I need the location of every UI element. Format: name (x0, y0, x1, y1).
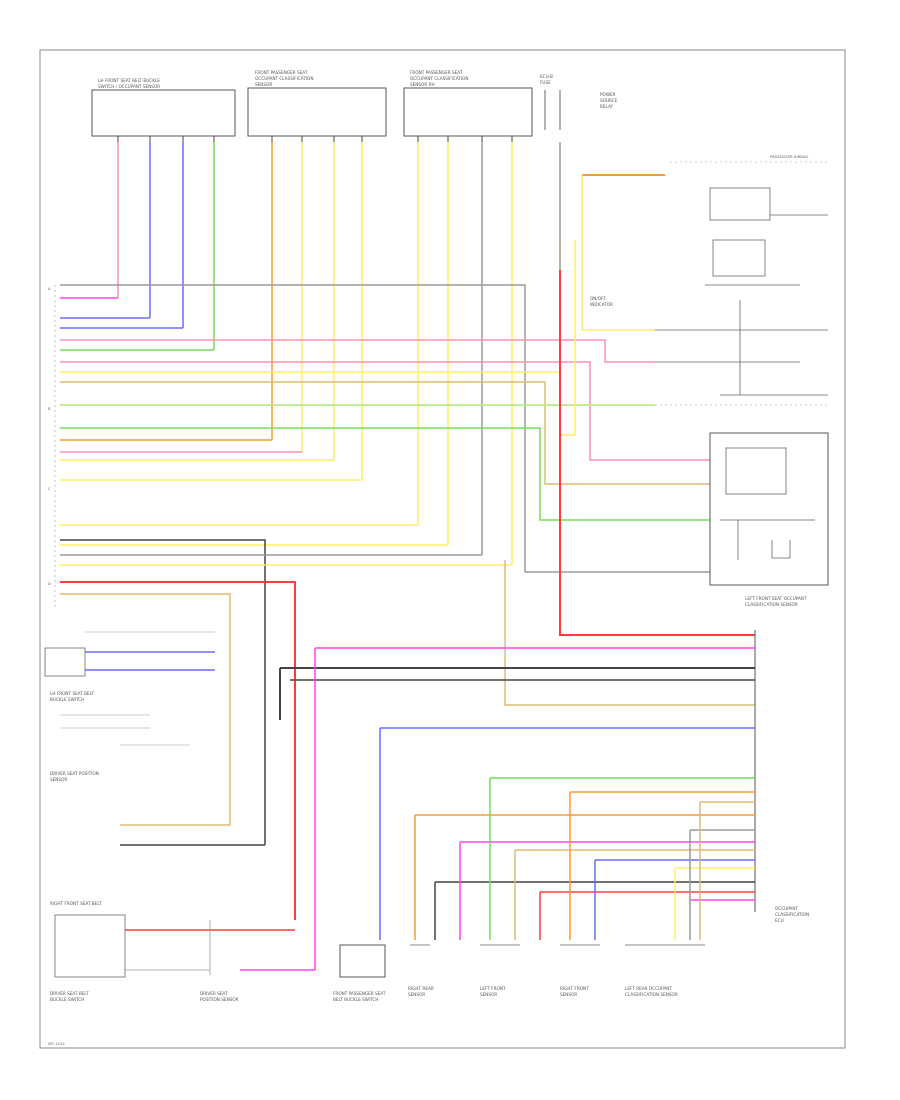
svg-text:RELAY: RELAY (600, 104, 614, 109)
sensor-a: RIGHT REAR SENSOR (408, 944, 434, 997)
bottom-conn-1: RIGHT FRONT SEAT BELT DRIVER SEAT BELT B… (50, 901, 295, 1002)
svg-text:SENSOR: SENSOR (50, 777, 67, 782)
svg-text:FRONT PASSENGER SEAT: FRONT PASSENGER SEAT (255, 70, 308, 75)
svg-text:FRONT PASSENGER SEAT: FRONT PASSENGER SEAT (333, 991, 386, 996)
lf-sensor-block: LH FRONT SEAT BELT BUCKLE SWITCH / OCCUP… (91, 78, 236, 137)
top-relay: ECU-B FUSE POWER SOURCE RELAY (540, 74, 618, 130)
svg-text:FRONT PASSENGER SEAT: FRONT PASSENGER SEAT (410, 70, 463, 75)
svg-text:D: D (48, 581, 51, 586)
svg-text:ECU: ECU (775, 918, 784, 923)
svg-text:BUCKLE SWITCH: BUCKLE SWITCH (50, 697, 84, 702)
svg-text:OCCUPANT CLASSIFICATION: OCCUPANT CLASSIFICATION (255, 76, 313, 81)
svg-text:LH FRONT SEAT BELT BUCKLE: LH FRONT SEAT BELT BUCKLE (98, 78, 160, 83)
svg-text:SENSOR: SENSOR (560, 992, 577, 997)
diagram-border (39, 49, 846, 1049)
svg-text:LEFT FRONT SEAT OCCUPANT: LEFT FRONT SEAT OCCUPANT (745, 596, 807, 601)
svg-text:C: C (48, 486, 51, 491)
ecu-input-wires (280, 647, 755, 901)
svg-text:CLASSIFICATION SENSOR: CLASSIFICATION SENSOR (625, 992, 678, 997)
svg-text:POWER: POWER (600, 92, 616, 97)
svg-text:SENSOR RH: SENSOR RH (410, 82, 435, 87)
svg-text:CLASSIFICATION: CLASSIFICATION (775, 912, 809, 917)
svg-text:LH FRONT SEAT BELT: LH FRONT SEAT BELT (50, 691, 94, 696)
svg-text:OCCUPANT: OCCUPANT (775, 906, 798, 911)
svg-text:POSITION SENSOR: POSITION SENSOR (200, 997, 239, 1002)
svg-text:DRIVER SEAT: DRIVER SEAT (200, 991, 228, 996)
sensor-b: LEFT FRONT SENSOR (480, 944, 520, 997)
svg-text:RIGHT FRONT SEAT BELT: RIGHT FRONT SEAT BELT (50, 901, 102, 906)
svg-text:LEFT REAR OCCUPANT: LEFT REAR OCCUPANT (625, 986, 672, 991)
svg-text:BELT BUCKLE SWITCH: BELT BUCKLE SWITCH (333, 997, 379, 1002)
left-harness-connector: A B C D (48, 285, 56, 610)
svg-text:DRIVER SEAT POSITION: DRIVER SEAT POSITION (50, 771, 99, 776)
svg-text:BUCKLE SWITCH: BUCKLE SWITCH (50, 997, 84, 1002)
main-ecu: OCCUPANT CLASSIFICATION ECU (754, 630, 809, 923)
sensor-c: RIGHT FRONT SENSOR (560, 944, 600, 997)
horizontal-harness-wires (60, 174, 755, 920)
svg-text:PASSENGER AIRBAG: PASSENGER AIRBAG (770, 154, 808, 159)
occupant-indicator: PASSENGER AIRBAG ON/OFF INDICATOR (590, 154, 830, 406)
svg-text:ON/OFF: ON/OFF (590, 296, 607, 301)
svg-text:SENSOR: SENSOR (480, 992, 497, 997)
svg-text:B: B (48, 406, 51, 411)
top-vertical-wires (117, 142, 561, 565)
svg-text:SWITCH / OCCUPANT SENSOR: SWITCH / OCCUPANT SENSOR (98, 84, 160, 89)
svg-text:ECU-B: ECU-B (540, 74, 553, 79)
svg-text:CLASSIFICATION SENSOR: CLASSIFICATION SENSOR (745, 602, 798, 607)
svg-text:FUSE: FUSE (540, 80, 551, 85)
svg-text:RIGHT REAR: RIGHT REAR (408, 986, 434, 991)
svg-text:SENSOR: SENSOR (408, 992, 425, 997)
bottom-conn-3: FRONT PASSENGER SEAT BELT BUCKLE SWITCH (333, 944, 386, 1002)
center-sensor-block: FRONT PASSENGER SEAT OCCUPANT CLASSIFICA… (247, 70, 387, 137)
svg-text:LEFT FRONT: LEFT FRONT (480, 986, 506, 991)
svg-text:INDICATOR: INDICATOR (590, 302, 613, 307)
rf-sensor-block: FRONT PASSENGER SEAT OCCUPANT CLASSIFICA… (403, 70, 533, 137)
left-switch-group: LH FRONT SEAT BELT BUCKLE SWITCH DRIVER … (44, 631, 265, 846)
sensor-d: LEFT REAR OCCUPANT CLASSIFICATION SENSOR (625, 944, 705, 997)
svg-text:SOURCE: SOURCE (600, 98, 618, 103)
bottom-conn-2: DRIVER SEAT POSITION SENSOR (200, 920, 315, 1002)
diagram-footer-id: WT-1234 (48, 1041, 65, 1046)
bottom-vertical-wires (279, 648, 701, 970)
svg-text:RIGHT FRONT: RIGHT FRONT (560, 986, 589, 991)
connector-pins (117, 136, 513, 142)
svg-text:DRIVER SEAT BELT: DRIVER SEAT BELT (50, 991, 89, 996)
svg-text:SENSOR: SENSOR (255, 82, 272, 87)
right-component-box: LEFT FRONT SEAT OCCUPANT CLASSIFICATION … (709, 432, 829, 607)
svg-text:OCCUPANT CLASSIFICATION: OCCUPANT CLASSIFICATION (410, 76, 468, 81)
svg-text:A: A (48, 286, 51, 291)
